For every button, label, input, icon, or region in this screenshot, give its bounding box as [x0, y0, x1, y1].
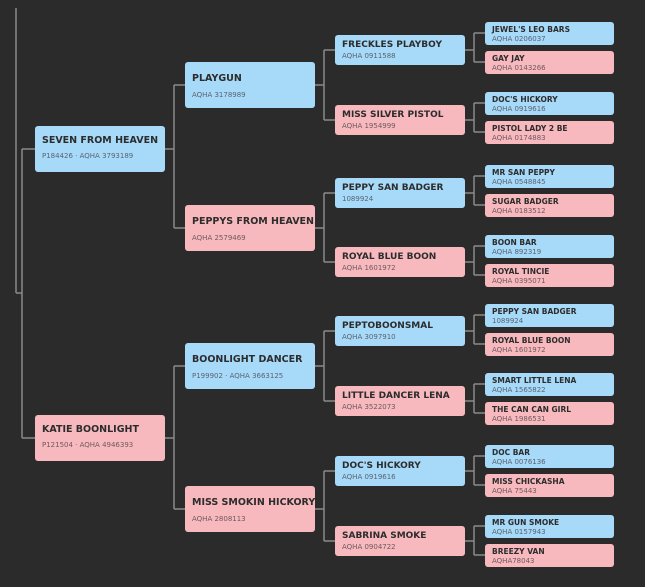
horse-card-miss-smokin-hickory[interactable]: MISS SMOKIN HICKORY AQHA 2808113 — [185, 486, 315, 532]
horse-registration: AQHA 2579469 — [192, 234, 246, 242]
horse-name: THE CAN CAN GIRL — [492, 404, 572, 414]
horse-name: BOON BAR — [492, 237, 537, 247]
horse-name: KATIE BOONLIGHT — [42, 424, 139, 435]
horse-card-miss-silver-pistol[interactable]: MISS SILVER PISTOL AQHA 1954999 — [335, 105, 465, 135]
horse-name: FRECKLES PLAYBOY — [342, 40, 442, 50]
horse-name: PEPPY SAN BADGER — [342, 183, 444, 193]
horse-name: DOC'S HICKORY — [342, 461, 421, 471]
horse-name: MISS CHICKASHA — [492, 476, 565, 486]
horse-registration: AQHA 0143266 — [492, 63, 546, 72]
horse-registration: AQHA 2808113 — [192, 515, 246, 523]
horse-registration: AQHA 0919616 — [342, 473, 396, 481]
horse-registration: AQHA 0174883 — [492, 133, 546, 142]
horse-registration: AQHA 0919616 — [492, 104, 546, 113]
horse-card-doc-s-hickory[interactable]: DOC'S HICKORY AQHA 0919616 — [335, 456, 465, 486]
horse-name: PISTOL LADY 2 BE — [492, 123, 568, 133]
horse-card-playgun[interactable]: PLAYGUN AQHA 3178989 — [185, 62, 315, 108]
horse-name: SABRINA SMOKE — [342, 531, 427, 541]
horse-registration: AQHA78043 — [492, 556, 535, 565]
horse-registration: AQHA 1954999 — [342, 122, 396, 130]
horse-registration: AQHA 1601972 — [342, 264, 396, 272]
horse-registration: AQHA 0395071 — [492, 276, 546, 285]
horse-name: PEPTOBOONSMAL — [342, 321, 433, 331]
horse-name: DOC'S HICKORY — [492, 94, 558, 104]
horse-name: MR SAN PEPPY — [492, 167, 555, 177]
horse-name: ROYAL BLUE BOON — [492, 335, 571, 345]
horse-name: BREEZY VAN — [492, 546, 545, 556]
horse-registration: AQHA 75443 — [492, 486, 537, 495]
horse-registration: AQHA 0157943 — [492, 527, 546, 536]
horse-card-little-dancer-lena[interactable]: LITTLE DANCER LENA AQHA 3522073 — [335, 386, 465, 416]
horse-registration: AQHA 892319 — [492, 247, 542, 256]
horse-card-seven-from-heaven[interactable]: SEVEN FROM HEAVEN P184426 · AQHA 3793189 — [35, 126, 165, 172]
horse-registration: 1089924 — [492, 316, 524, 325]
horse-registration: AQHA 0904722 — [342, 543, 396, 551]
horse-name: LITTLE DANCER LENA — [342, 391, 450, 401]
horse-registration: AQHA 1565822 — [492, 385, 546, 394]
horse-registration: AQHA 1601972 — [492, 345, 546, 354]
horse-name: SEVEN FROM HEAVEN — [42, 135, 159, 146]
horse-registration: AQHA 0206037 — [492, 34, 546, 43]
horse-registration: P121504 · AQHA 4946393 — [42, 441, 134, 449]
horse-name: SUGAR BADGER — [492, 196, 559, 206]
horse-card-peppy-san-badger[interactable]: PEPPY SAN BADGER 1089924 — [335, 178, 465, 208]
horse-registration: P184426 · AQHA 3793189 — [42, 152, 134, 160]
horse-registration: AQHA 0548845 — [492, 177, 546, 186]
horse-registration: AQHA 0911588 — [342, 52, 396, 60]
horse-registration: AQHA 1986531 — [492, 414, 546, 423]
horse-name: PEPPY SAN BADGER — [492, 306, 577, 316]
horse-registration: 1089924 — [342, 195, 374, 203]
horse-name: PLAYGUN — [192, 73, 242, 84]
horse-card-freckles-playboy[interactable]: FRECKLES PLAYBOY AQHA 0911588 — [335, 35, 465, 65]
horse-registration: AQHA 3178989 — [192, 91, 246, 99]
horse-name: JEWEL'S LEO BARS — [492, 24, 570, 34]
horse-name: MISS SMOKIN HICKORY — [192, 497, 315, 508]
horse-registration: AQHA 0076136 — [492, 457, 546, 466]
horse-name: MR GUN SMOKE — [492, 517, 560, 527]
horse-name: MISS SILVER PISTOL — [342, 110, 444, 120]
horse-registration: AQHA 3522073 — [342, 403, 396, 411]
horse-name: DOC BAR — [492, 447, 531, 457]
horse-registration: AQHA 0183512 — [492, 206, 546, 215]
horse-registration: AQHA 3097910 — [342, 333, 396, 341]
horse-card-sabrina-smoke[interactable]: SABRINA SMOKE AQHA 0904722 — [335, 526, 465, 556]
horse-card-royal-blue-boon[interactable]: ROYAL BLUE BOON AQHA 1601972 — [335, 247, 465, 277]
horse-registration: P199902 · AQHA 3663125 — [192, 372, 284, 380]
horse-name: ROYAL TINCIE — [492, 266, 550, 276]
horse-card-peptoboonsmal[interactable]: PEPTOBOONSMAL AQHA 3097910 — [335, 316, 465, 346]
horse-card-katie-boonlight[interactable]: KATIE BOONLIGHT P121504 · AQHA 4946393 — [35, 415, 165, 461]
horse-card-boonlight-dancer[interactable]: BOONLIGHT DANCER P199902 · AQHA 3663125 — [185, 343, 315, 389]
horse-card-peppys-from-heaven[interactable]: PEPPYS FROM HEAVEN. AQHA 2579469 — [185, 205, 315, 251]
horse-name: GAY JAY — [492, 53, 525, 63]
horse-name: BOONLIGHT DANCER — [192, 354, 303, 365]
horse-name: SMART LITTLE LENA — [492, 375, 577, 385]
horse-name: PEPPYS FROM HEAVEN. — [192, 216, 315, 227]
horse-name: ROYAL BLUE BOON — [342, 252, 437, 262]
